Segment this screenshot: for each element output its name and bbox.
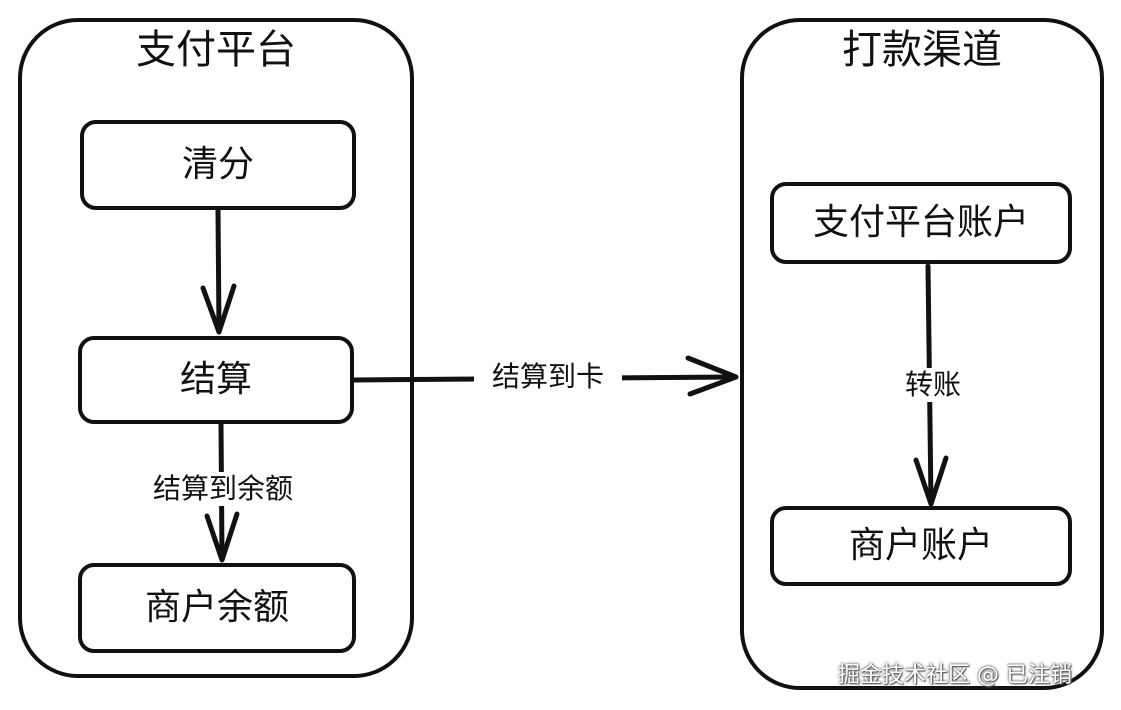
merchant-balance-node [78,563,356,653]
settle-to-balance-label: 结算到余额 [128,472,318,506]
merchant-account-label: 商户账户 [848,525,993,566]
payment-platform-container [18,18,414,678]
payout-channel-title: 打款渠道 [842,27,1002,73]
platform-account-node [770,182,1072,264]
watermark: 掘金技术社区 @ 已注销 [838,663,1072,688]
payment-platform-title: 支付平台 [136,27,296,73]
merchant-balance-label: 商户余额 [144,587,289,628]
settle-to-card-label: 结算到卡 [474,360,622,394]
clearing-to-settlement-arrow [200,207,237,335]
platform-account-label: 支付平台账户 [812,202,1029,243]
transfer-label: 转账 [886,368,980,402]
settlement-label: 结算 [179,359,252,400]
merchant-account-node [770,506,1072,586]
payout-channel-container [740,18,1104,690]
clearing-label: 清分 [181,144,254,185]
